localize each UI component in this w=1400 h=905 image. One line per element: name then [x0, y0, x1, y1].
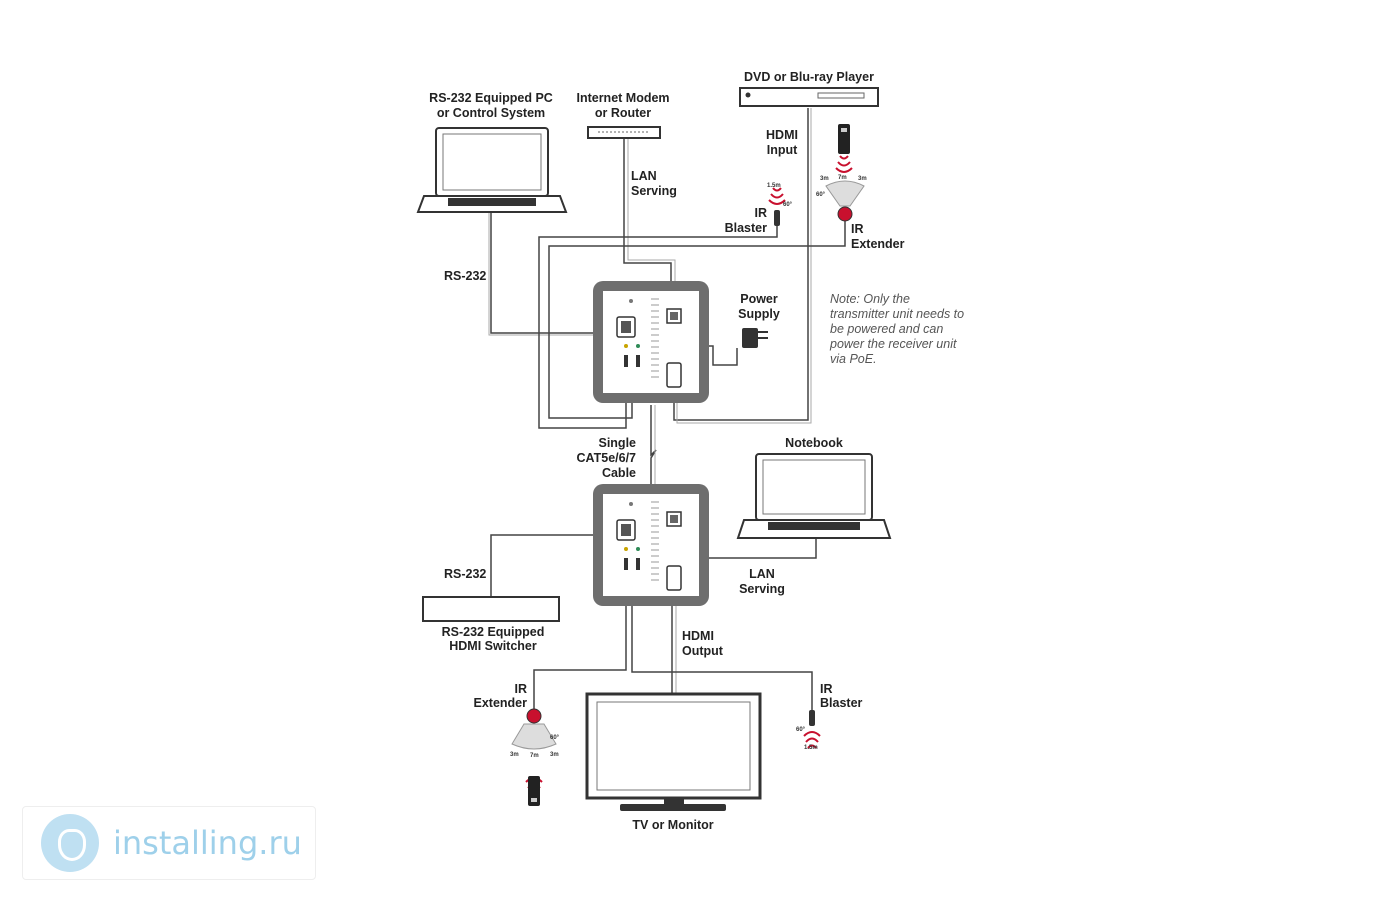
power-adapter-icon	[742, 328, 768, 348]
ir-range-left-text: 3m	[820, 176, 829, 182]
dvd-player-label: DVD or Blu-ray Player	[744, 70, 874, 84]
receiver-wall-plate	[592, 483, 710, 607]
ir-blaster-icon-top: 1.5m 60°	[767, 183, 793, 226]
internet-modem-label-line1: Internet Modem	[576, 91, 669, 105]
power-supply-label-line2: Supply	[738, 307, 780, 321]
ir-extender-bottom-label-line2: Extender	[474, 696, 528, 710]
ir-range-text: 1.5m	[804, 745, 818, 751]
ir-extender-cable-bottom	[533, 578, 627, 713]
ir-blaster-icon-bottom: 60° 1.5m	[796, 710, 821, 751]
ir-range-right-text: 3m	[550, 752, 559, 758]
hdmi-input-label-line1: HDMI	[766, 128, 798, 142]
remote-control-icon-bottom	[525, 776, 543, 806]
ir-blaster-bottom-label-line1: IR	[820, 682, 833, 696]
note-line3: be powered and can	[830, 322, 943, 336]
ir-angle-text: 60°	[796, 727, 806, 733]
tv-monitor-label: TV or Monitor	[632, 818, 713, 832]
ir-extender-bottom-label-line1: IR	[515, 682, 528, 696]
notebook-icon	[736, 453, 892, 539]
power-supply-label-line1: Power	[740, 292, 778, 306]
hdmi-input-label-line2: Input	[767, 143, 798, 157]
ir-angle-text: 60°	[550, 735, 560, 741]
cat-cable	[650, 405, 657, 492]
rs232-top-label: RS-232	[444, 269, 486, 283]
single-cable-label-line2: CAT5e/6/7	[576, 451, 636, 465]
ir-extender-cable-top	[548, 221, 846, 419]
ir-blaster-cable-bottom	[631, 578, 813, 712]
ir-extender-top-label-line2: Extender	[851, 237, 905, 251]
watermark-logo-icon	[41, 814, 99, 872]
tv-monitor-icon	[585, 692, 762, 811]
ir-range-text: 1.5m	[767, 183, 781, 189]
watermark: installing.ru	[22, 806, 316, 880]
ir-blaster-bottom-label-line2: Blaster	[820, 696, 863, 710]
rs232-cable-top	[490, 213, 612, 334]
ir-range-mid-text: 7m	[530, 753, 539, 759]
hdmi-switcher-label-line1: RS-232 Equipped	[442, 625, 545, 639]
note-line1: Note: Only the	[830, 292, 910, 306]
lan-serving-top-label-line2: Serving	[631, 184, 677, 198]
hdmi-output-label-line2: Output	[682, 644, 724, 658]
lan-serving-bottom-label-line1: LAN	[749, 567, 775, 581]
note-line5: via PoE.	[830, 352, 877, 366]
rs232-pc-label-line2: or Control System	[437, 106, 545, 120]
rs232-bottom-label: RS-232	[444, 567, 486, 581]
lan-serving-bottom-label-line2: Serving	[739, 582, 785, 596]
note-line2: transmitter unit needs to	[830, 307, 964, 321]
rs232-cable-bottom	[490, 534, 612, 598]
remote-control-icon-top	[835, 124, 853, 173]
labels: RS-232 Equipped PC or Control System Int…	[429, 70, 964, 832]
hdmi-switcher-label-line2: HDMI Switcher	[449, 639, 537, 653]
rs232-pc-label-line1: RS-232 Equipped PC	[429, 91, 553, 105]
cables	[488, 108, 846, 713]
ir-range-left-text: 3m	[510, 752, 519, 758]
ir-extender-icon-top: 3m 7m 3m 60°	[816, 175, 867, 222]
router-icon	[587, 126, 661, 139]
lan-cable-top	[623, 138, 672, 300]
note-line4: power the receiver unit	[829, 337, 957, 351]
ir-angle-text: 60°	[783, 202, 793, 208]
hdmi-input-cable	[673, 108, 809, 421]
ir-range-mid-text: 7m	[838, 175, 847, 181]
ir-blaster-cable-top	[538, 226, 778, 429]
transmitter-wall-plate	[592, 280, 710, 404]
notebook-label: Notebook	[785, 436, 843, 450]
lan-serving-top-label-line1: LAN	[631, 169, 657, 183]
ir-angle-text: 60°	[816, 192, 826, 198]
laptop-icon	[416, 127, 568, 213]
ir-range-right-text: 3m	[858, 176, 867, 182]
ir-extender-top-label-line1: IR	[851, 222, 864, 236]
dvd-player-icon	[739, 87, 879, 107]
hdmi-switcher-icon	[422, 596, 560, 622]
watermark-text: installing.ru	[113, 824, 302, 862]
ir-blaster-top-label-line1: IR	[755, 206, 768, 220]
single-cable-label-line1: Single	[598, 436, 636, 450]
ir-extender-icon-bottom: 60° 3m 7m 3m	[510, 708, 560, 759]
single-cable-label-line3: Cable	[602, 466, 636, 480]
hdmi-output-label-line1: HDMI	[682, 629, 714, 643]
internet-modem-label-line2: or Router	[595, 106, 651, 120]
ir-blaster-top-label-line2: Blaster	[725, 221, 768, 235]
